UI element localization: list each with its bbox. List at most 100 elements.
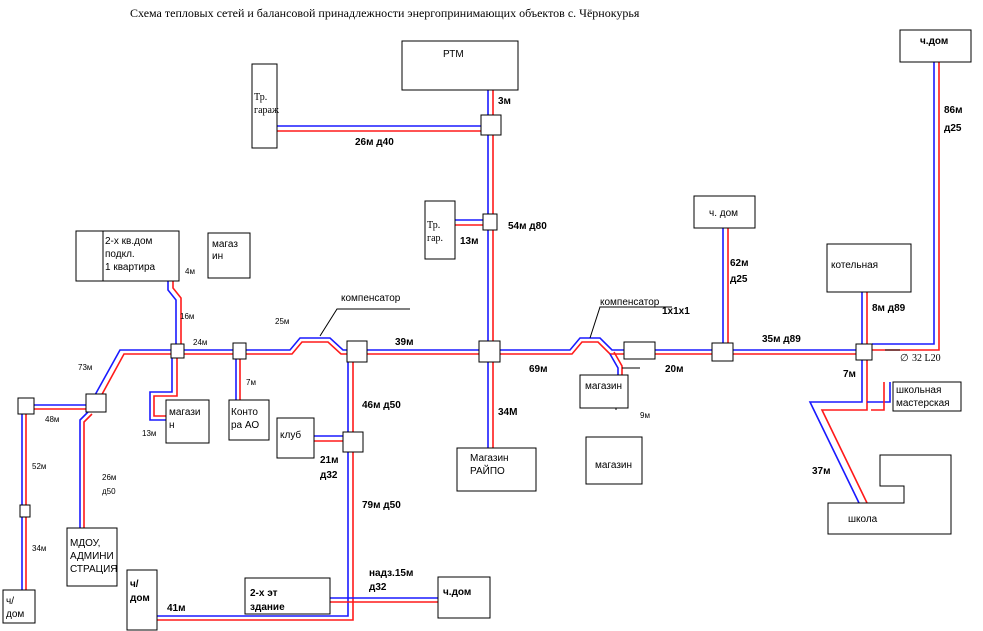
svg-text:ин: ин [212,251,223,262]
building-chdom-mid: ч. дом [693,195,756,229]
svg-text:34м: 34м [32,544,46,553]
svg-text:Тр.: Тр. [427,220,440,231]
svg-text:дом: дом [6,609,24,620]
svg-text:магази: магази [169,407,200,418]
building-mdou: МДОУ, АДМИНИ СТРАЦИЯ [66,527,118,587]
svg-text:МДОУ,: МДОУ, [70,538,100,549]
svg-text:52м: 52м [32,462,46,471]
svg-text:48м: 48м [45,415,59,424]
svg-text:26м д40: 26м д40 [355,137,394,148]
svg-text:35м д89: 35м д89 [762,334,801,345]
svg-text:д32: д32 [369,582,387,593]
svg-text:25м: 25м [275,317,289,326]
svg-text:9м: 9м [640,411,650,420]
svg-text:д25: д25 [944,123,962,134]
diagram-title: Схема тепловых сетей и балансовой принад… [130,6,640,20]
svg-text:ч/: ч/ [130,579,139,590]
svg-text:школа: школа [848,514,878,525]
building-rtm: РТМ [401,40,519,91]
svg-text:д25: д25 [730,274,748,285]
svg-text:магаз: магаз [212,239,238,250]
svg-text:д32: д32 [320,470,338,481]
svg-text:∅: ∅ [900,353,909,364]
svg-text:7м: 7м [843,369,856,380]
building-chdom-left: ч/ дом [2,589,36,624]
svg-text:16м: 16м [180,312,194,321]
svg-text:АДМИНИ: АДМИНИ [70,551,114,562]
building-magazin-top: магаз ин [207,232,251,279]
svg-text:здание: здание [250,602,285,613]
svg-text:20м: 20м [665,364,684,375]
svg-text:73м: 73м [78,363,92,372]
svg-text:школьная: школьная [896,385,941,396]
svg-text:3м: 3м [498,96,511,107]
svg-text:Конто: Конто [231,407,258,418]
svg-text:котельная: котельная [831,260,878,271]
svg-text:д50: д50 [102,487,116,496]
svg-text:ч.дом: ч.дом [920,36,948,47]
svg-text:магазин: магазин [595,460,632,471]
svg-text:ч/: ч/ [6,596,14,607]
svg-text:7м: 7м [246,378,256,387]
building-chdom-top: ч.дом [899,29,972,63]
building-garage: Тр. гараж [251,63,279,149]
building-chdom-bottom: ч/ дом [126,569,158,631]
svg-text:34М: 34М [498,407,517,418]
building-masterskaya: школьная мастерская [892,381,962,412]
svg-text:гар.: гар. [427,233,443,244]
building-chdom-bottom-right: ч.дом [437,576,491,619]
building-magazin-left: магази н [165,399,210,444]
svg-text:1 квартира: 1 квартира [105,262,156,273]
svg-text:8м д89: 8м д89 [872,303,906,314]
svg-text:надз.15м: надз.15м [369,568,413,579]
svg-text:86м: 86м [944,105,963,116]
svg-text:СТРАЦИЯ: СТРАЦИЯ [70,564,117,575]
building-magazin-low: магазин [585,436,643,485]
svg-text:37м: 37м [812,466,831,477]
svg-text:62м: 62м [730,258,749,269]
svg-text:54м д80: 54м д80 [508,221,547,232]
svg-text:2-х кв.дом: 2-х кв.дом [105,236,153,247]
svg-text:ч. дом: ч. дом [709,208,738,219]
pipe-network [21,62,940,621]
svg-text:компенсатор: компенсатор [600,297,660,308]
svg-text:46м д50: 46м д50 [362,400,401,411]
svg-text:39м: 39м [395,337,414,348]
svg-text:мастерская: мастерская [896,398,950,409]
svg-text:24м: 24м [193,338,207,347]
svg-text:41м: 41м [167,603,186,614]
svg-text:32 L20: 32 L20 [912,353,941,364]
svg-text:дом: дом [130,593,150,604]
svg-text:21м: 21м [320,455,339,466]
building-magazin-mid: магазин [579,374,629,409]
building-klub: клуб [276,417,315,459]
svg-text:гараж: гараж [254,105,279,116]
building-raipo: Магазин РАЙПО [456,447,537,492]
svg-text:79м д50: 79м д50 [362,500,401,511]
building-shkola: школа [827,454,952,535]
svg-text:4м: 4м [185,267,195,276]
svg-text:69м: 69м [529,364,548,375]
svg-text:Магазин: Магазин [470,453,509,464]
svg-text:1х1х1: 1х1х1 [662,306,690,317]
svg-text:Тр.: Тр. [254,92,267,103]
svg-text:ч.дом: ч.дом [443,587,471,598]
svg-text:ра АО: ра АО [231,420,259,431]
building-kontora: Конто ра АО [228,399,270,441]
heat-chambers [17,114,873,518]
svg-text:н: н [169,420,175,431]
building-kotelnaya: котельная [826,243,912,293]
segment-labels: 3м 26м д40 54м д80 13м 4м 16м 24м 25м ко… [32,96,963,614]
svg-text:13м: 13м [142,429,156,438]
svg-text:2-х эт: 2-х эт [250,588,278,599]
svg-text:13м: 13м [460,236,479,247]
building-2-kv-house: 2-х кв.дом подкл. 1 квартира [75,230,180,282]
svg-text:клуб: клуб [280,429,301,441]
building-2-storey: 2-х эт здание [244,577,331,615]
svg-text:РТМ: РТМ [443,49,464,60]
svg-text:магазин: магазин [585,381,622,392]
svg-text:РАЙПО: РАЙПО [470,464,505,477]
svg-text:26м: 26м [102,473,116,482]
svg-text:компенсатор: компенсатор [341,293,401,304]
